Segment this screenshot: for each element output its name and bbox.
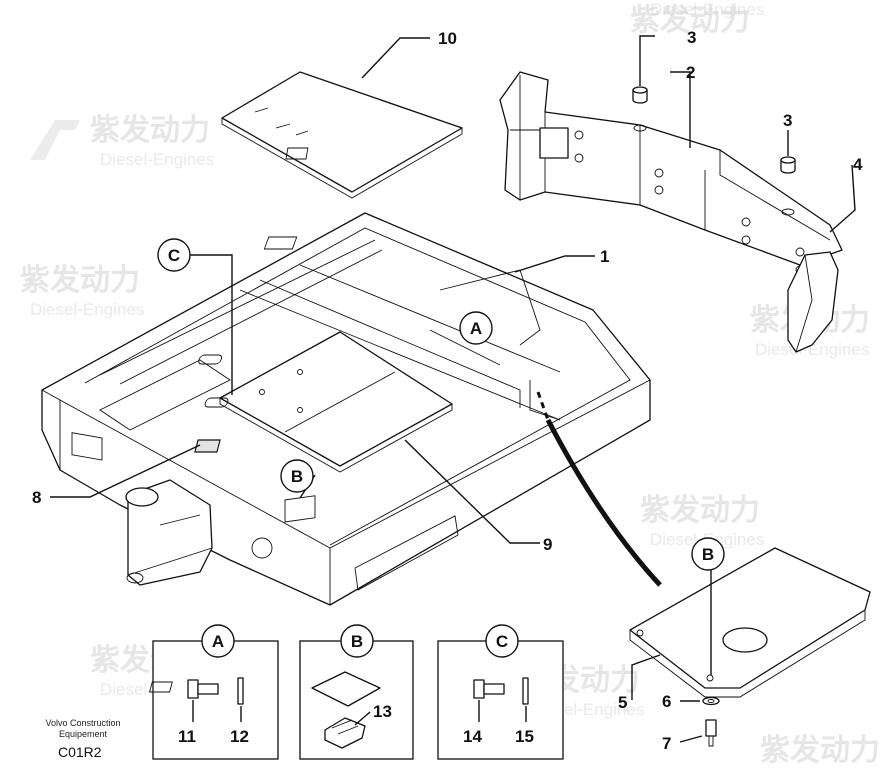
callout-7: 7	[662, 734, 671, 753]
svg-text:B: B	[702, 545, 714, 564]
publisher-note: Volvo Construction Equipement C01R2	[45, 718, 120, 760]
part-6-washer	[702, 696, 720, 706]
callout-13: 13	[373, 702, 392, 721]
callout-10: 10	[438, 29, 457, 48]
publisher-line-2: Equipement	[59, 729, 108, 739]
callout-2: 2	[686, 63, 695, 82]
watermark-brand: 紫发动力	[640, 494, 760, 527]
part-7-bolt	[705, 719, 717, 747]
watermark-sub: Diesel-Engines	[755, 340, 869, 359]
part-3-bushing	[632, 86, 648, 104]
part-12-pin	[237, 677, 244, 705]
leader-lines	[50, 35, 856, 743]
watermark-logo	[30, 120, 80, 160]
part-2-bracket-beam	[499, 71, 843, 275]
detail-box-a: A 11 12	[152, 624, 279, 760]
callout-15: 15	[515, 727, 534, 746]
marker-b-main: B	[280, 459, 314, 493]
svg-text:A: A	[470, 319, 482, 338]
part-15-pin	[522, 677, 529, 705]
watermark-sub: Diesel-Engines	[100, 150, 214, 169]
callout-9: 9	[543, 535, 552, 554]
publisher-line-1: Volvo Construction	[45, 718, 120, 728]
part-14-bolt	[473, 679, 505, 699]
callout-1: 1	[600, 247, 609, 266]
callout-3b: 3	[783, 111, 792, 130]
watermark-brand: 紫发动力	[20, 264, 140, 297]
drawing-code: C01R2	[58, 744, 102, 760]
svg-text:C: C	[496, 632, 508, 651]
part-13-clip	[149, 671, 381, 749]
part-5-bottom-plate	[629, 547, 871, 698]
part-4-end-plate	[787, 251, 839, 353]
routing-arrow	[536, 391, 662, 587]
part-10-floor-mat	[221, 71, 463, 199]
svg-text:C: C	[168, 246, 180, 265]
callout-8: 8	[32, 488, 41, 507]
callout-5: 5	[618, 693, 627, 712]
marker-a-main: A	[459, 311, 493, 345]
callout-6: 6	[662, 692, 671, 711]
watermark-brand: 紫发动力	[90, 114, 210, 147]
part-11-bolt	[187, 679, 219, 699]
watermark-brand: 紫发动力	[630, 4, 750, 37]
svg-text:B: B	[291, 467, 303, 486]
swing-boss	[125, 479, 213, 586]
callout-11: 11	[178, 727, 196, 746]
callout-4: 4	[853, 155, 863, 174]
svg-text:A: A	[212, 632, 224, 651]
watermark-sub: Diesel-Engines	[30, 300, 144, 319]
watermark-brand: 紫发动力	[760, 734, 880, 767]
callout-14: 14	[463, 727, 482, 746]
marker-c-main: C	[157, 238, 191, 272]
marker-b-plate: B	[691, 537, 725, 571]
watermark-sub: Diesel-Engines	[650, 0, 764, 19]
part-3-bushing	[780, 156, 796, 174]
part-9-cover-plate	[194, 331, 453, 473]
detail-box-b: B 13	[149, 624, 414, 760]
detail-box-c: C 14 15	[437, 624, 564, 760]
callout-12: 12	[230, 727, 249, 746]
svg-text:B: B	[351, 632, 363, 651]
callout-labels: 10 2 3 3 4 1 8 9 5 6 7	[32, 28, 863, 753]
callout-3a: 3	[687, 28, 696, 47]
